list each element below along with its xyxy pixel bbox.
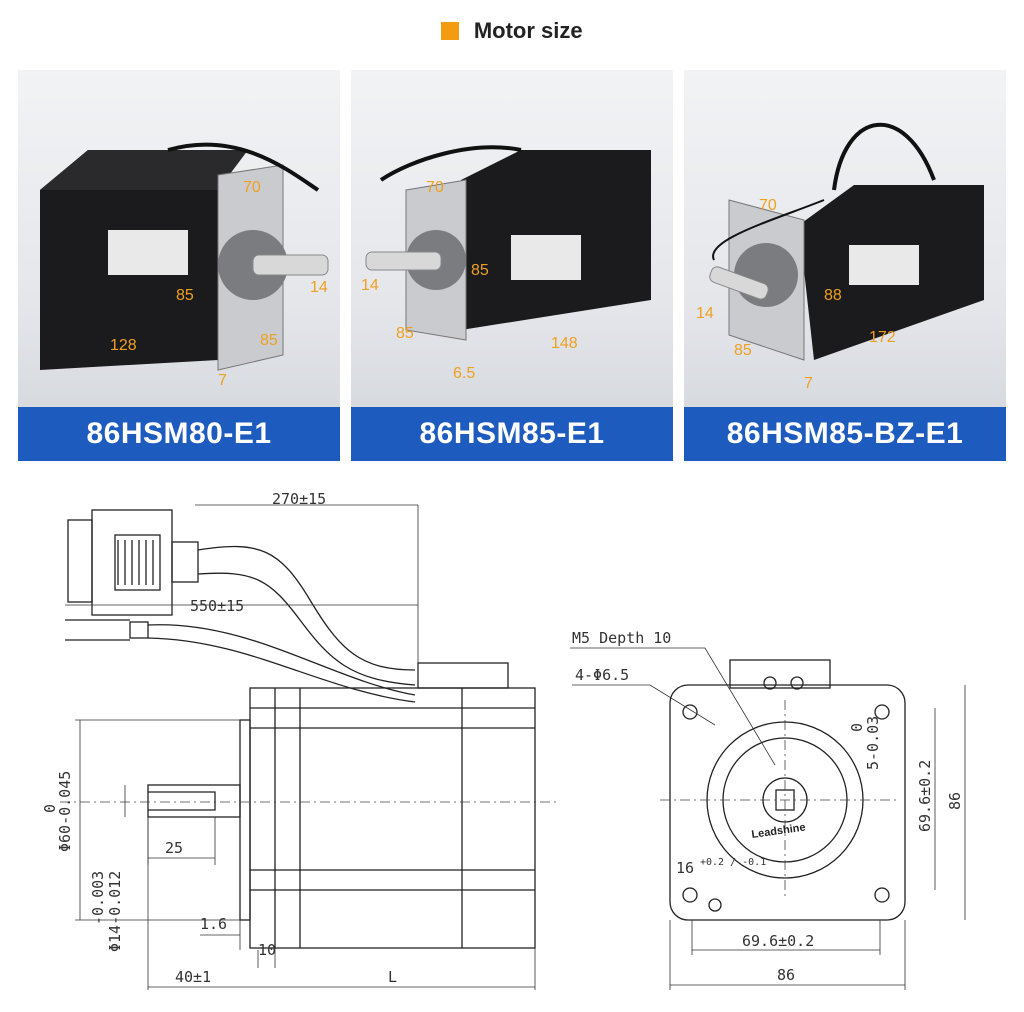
dim-2-3: 85 — [396, 325, 414, 342]
key-height-dim: 16 — [676, 859, 694, 877]
shaft-length-dim: 40±1 — [175, 968, 211, 986]
holes-note: 4-Φ6.5 — [575, 666, 629, 684]
shaft-dia-dim: Φ14-0.012 — [106, 871, 124, 952]
dim-2-2: 14 — [361, 277, 379, 294]
pitch-v-dim: 69.6±0.2 — [916, 760, 934, 832]
motor-photo-1: 70 85 14 128 85 7 — [18, 70, 340, 407]
flange-thickness-dim: 1.6 — [200, 915, 227, 933]
dim-1-2: 14 — [310, 279, 328, 296]
tap-note: M5 Depth 10 — [572, 629, 671, 647]
dim-2-5: 6.5 — [453, 365, 475, 382]
dim-3-3: 85 — [734, 342, 752, 359]
cable-pwr-dim: 550±15 — [190, 597, 244, 615]
flange-dia-dim: Φ60-0.045 — [56, 771, 74, 852]
dim-1-5: 7 — [218, 372, 227, 389]
dim-3-5: 7 — [804, 375, 813, 392]
pitch-h-dim: 69.6±0.2 — [742, 932, 814, 950]
dim-2-1: 85 — [471, 262, 489, 279]
dim-1-4: 85 — [260, 332, 278, 349]
dim-2-4: 148 — [551, 335, 578, 352]
key-length-dim: 25 — [165, 839, 183, 857]
flange-dia-top: 0 — [41, 804, 59, 813]
motor-panel-2: 70 85 14 85 148 6.5 86HSM85-E1 — [351, 70, 673, 461]
section-header: Motor size — [0, 18, 1024, 44]
dim-3-1: 88 — [824, 287, 842, 304]
model-name-1: 86HSM80-E1 — [18, 407, 340, 461]
dim-3-0: 70 — [759, 197, 777, 214]
size-v-dim: 86 — [946, 792, 964, 810]
dim-3-2: 14 — [696, 305, 714, 322]
dim-1-0: 70 — [243, 179, 261, 196]
model-name-3: 86HSM85-BZ-E1 — [684, 407, 1006, 461]
motor-panel-3: 70 88 14 85 172 7 86HSM85-BZ-E1 — [684, 70, 1006, 461]
motor-panel-1: 70 85 14 128 85 7 86HSM80-E1 — [18, 70, 340, 461]
key-width-top: 0 — [848, 723, 866, 732]
motor-photo-2: 70 85 14 85 148 6.5 — [351, 70, 673, 407]
key-height-tol: +0.2 / -0.1 — [700, 857, 766, 868]
key-width-dim: 5-0.03 — [864, 716, 882, 770]
dim-1-1: 85 — [176, 287, 194, 304]
dim-2-0: 70 — [426, 179, 444, 196]
section-title: Motor size — [473, 18, 583, 43]
brand-logo: Leadshine — [751, 822, 807, 841]
size-h-dim: 86 — [777, 966, 795, 984]
model-name-2: 86HSM85-E1 — [351, 407, 673, 461]
orange-square-icon — [441, 22, 460, 40]
cable-enc-dim: 270±15 — [272, 490, 326, 508]
shaft-dia-top: -0.003 — [89, 871, 107, 925]
body-length-dim: L — [388, 968, 397, 986]
dim-1-3: 128 — [110, 337, 137, 354]
motor-photo-3: 70 88 14 85 172 7 — [684, 70, 1006, 407]
technical-drawing: 270±15 550±15 Φ60-0.045 0 Φ14-0.012 -0.0… — [41, 490, 966, 990]
dim-3-4: 172 — [869, 329, 896, 346]
shoulder-dim: 10 — [258, 941, 276, 959]
